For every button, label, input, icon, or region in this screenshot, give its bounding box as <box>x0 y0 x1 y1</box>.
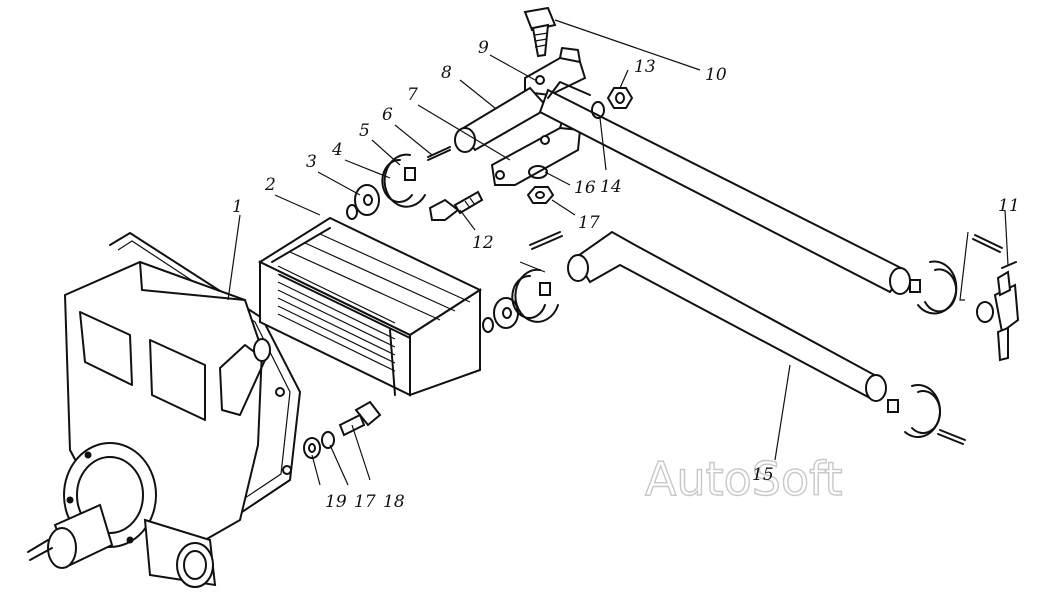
callout-17-lower: 17 <box>354 492 376 512</box>
watermark-text: AutoSoft <box>645 452 843 506</box>
nut <box>526 87 634 204</box>
callout-2: 2 <box>264 175 276 195</box>
callout-labels: 1 2 3 4 5 6 7 8 9 10 11 12 13 14 15 16 1… <box>232 38 1020 512</box>
heater-radiator <box>257 204 494 397</box>
callout-7: 7 <box>407 85 418 105</box>
callout-16: 16 <box>574 178 596 198</box>
callout-15: 15 <box>752 465 774 485</box>
heater-pipe-lower <box>567 230 887 402</box>
callout-4: 4 <box>331 140 343 160</box>
callout-14: 14 <box>600 177 622 197</box>
callout-5: 5 <box>359 121 370 141</box>
callout-6: 6 <box>382 105 393 125</box>
callout-9: 9 <box>478 38 489 58</box>
heater-pipe-upper <box>454 81 911 295</box>
lock-washer <box>303 101 605 459</box>
callout-17-upper: 17 <box>578 213 600 233</box>
callout-18: 18 <box>383 492 405 512</box>
callout-8: 8 <box>441 63 452 83</box>
callout-11: 11 <box>998 196 1020 216</box>
callout-19: 19 <box>325 492 347 512</box>
callout-1: 1 <box>232 197 243 217</box>
callout-13: 13 <box>634 57 656 77</box>
washer <box>354 184 519 329</box>
bolt <box>338 6 557 437</box>
callout-10: 10 <box>705 65 727 85</box>
callout-12: 12 <box>472 233 494 253</box>
heater-housing <box>27 232 301 588</box>
drain-valve <box>976 261 1020 362</box>
leader-lines <box>227 19 1009 486</box>
cotter-pin <box>427 146 1003 445</box>
callout-3: 3 <box>306 152 317 172</box>
hose-clamp <box>381 153 958 439</box>
